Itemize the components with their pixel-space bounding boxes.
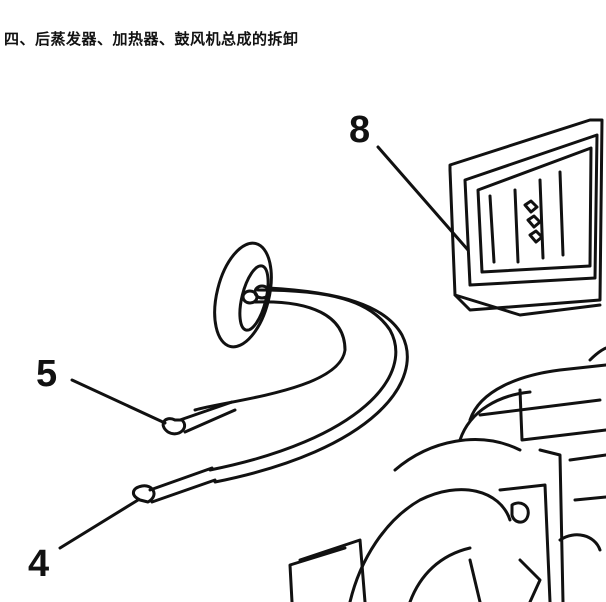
section-heading: 四、后蒸发器、加热器、鼓风机总成的拆卸	[4, 30, 299, 48]
leader-line-5	[70, 378, 167, 425]
leader-line-4	[58, 498, 140, 550]
leader-line-8	[376, 145, 470, 252]
callout-8: 8	[349, 109, 370, 151]
callout-5: 5	[36, 353, 57, 395]
blower-housing	[288, 346, 606, 602]
evaporator-core-part-8	[448, 118, 604, 317]
disc-sensor-part-5	[132, 241, 409, 504]
callout-4: 4	[28, 543, 49, 585]
